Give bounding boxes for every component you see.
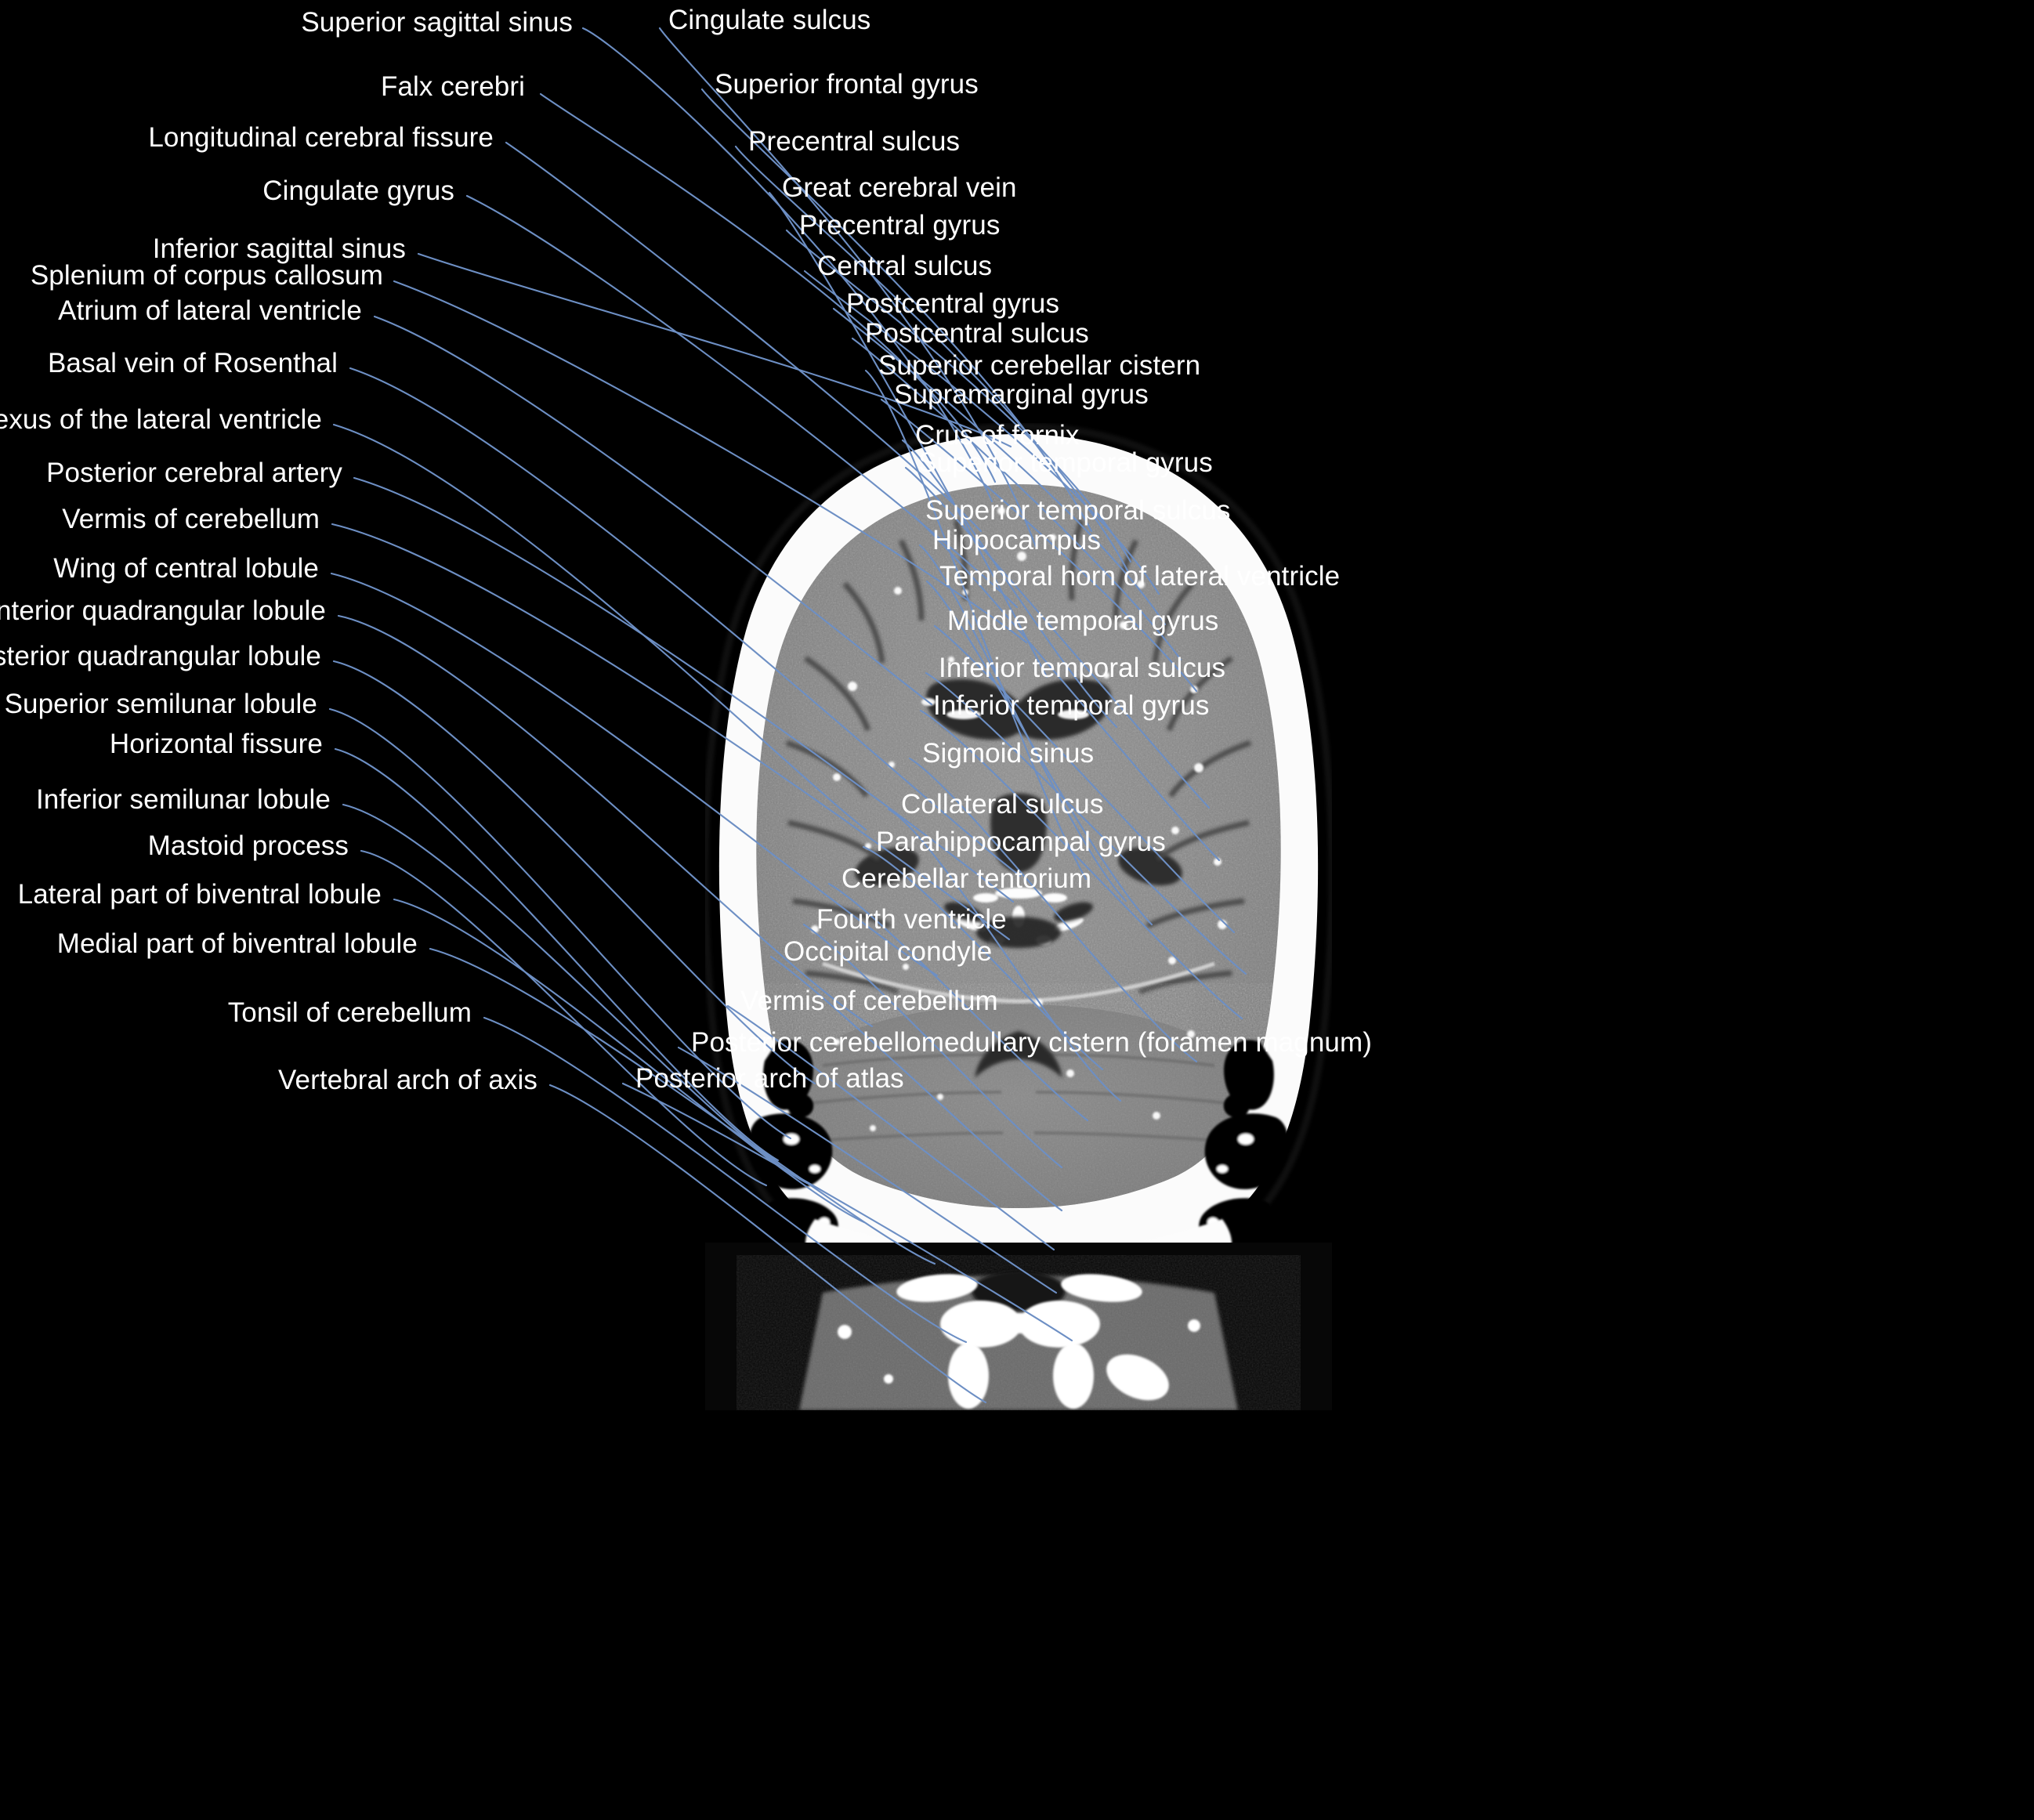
label-basal-vein-of-rosenthal: Basal vein of Rosenthal bbox=[47, 347, 338, 378]
label-postcentral-gyrus: Postcentral gyrus bbox=[846, 288, 1060, 319]
label-cingulate-sulcus: Cingulate sulcus bbox=[668, 4, 871, 35]
label-cingulate-gyrus: Cingulate gyrus bbox=[262, 175, 454, 206]
label-superior-frontal-gyrus: Superior frontal gyrus bbox=[715, 68, 979, 100]
label-sigmoid-sinus: Sigmoid sinus bbox=[922, 737, 1095, 769]
label-splenium-of-corpus-callosum: Splenium of corpus callosum bbox=[30, 259, 383, 291]
label-postcentral-sulcus: Postcentral sulcus bbox=[865, 317, 1089, 349]
label-supramarginal-gyrus: Supramarginal gyrus bbox=[894, 378, 1149, 410]
mastoid-air-cells-right bbox=[1199, 1040, 1289, 1246]
label-occipital-condyle: Occipital condyle bbox=[784, 935, 993, 967]
label-posterior-cerebellomedullary-cistern: Posterior cerebellomedullary cistern (fo… bbox=[691, 1026, 1372, 1058]
label-lateral-part-of-biventral-lobule: Lateral part of biventral lobule bbox=[17, 878, 382, 910]
label-fourth-ventricle: Fourth ventricle bbox=[816, 903, 1007, 935]
label-hippocampus: Hippocampus bbox=[932, 524, 1102, 555]
label-inferior-sagittal-sinus: Inferior sagittal sinus bbox=[152, 233, 406, 264]
label-precentral-gyrus: Precentral gyrus bbox=[799, 209, 1001, 241]
label-crus-of-fornix: Crus of fornix bbox=[915, 419, 1080, 450]
neck-soft-tissue bbox=[705, 1243, 1332, 1410]
label-superior-semilunar-lobule: Superior semilunar lobule bbox=[4, 688, 317, 719]
label-central-sulcus: Central sulcus bbox=[817, 250, 993, 281]
label-posterior-cerebral-artery: Posterior cerebral artery bbox=[46, 457, 342, 488]
label-horizontal-fissure: Horizontal fissure bbox=[109, 728, 323, 759]
label-choroid-plexus-of-the-lateral-ventricle: Choroid plexus of the lateral ventricle bbox=[0, 403, 322, 435]
label-vertebral-arch-of-axis: Vertebral arch of axis bbox=[278, 1064, 537, 1095]
label-superior-cerebellar-cistern: Superior cerebellar cistern bbox=[878, 349, 1201, 381]
label-superior-temporal-gyrus: Superior temporal gyrus bbox=[918, 447, 1213, 478]
label-temporal-horn-of-lateral-ventricle: Temporal horn of lateral ventricle bbox=[939, 560, 1341, 592]
label-great-cerebral-vein: Great cerebral vein bbox=[782, 172, 1017, 203]
label-tonsil-of-cerebellum: Tonsil of cerebellum bbox=[227, 997, 472, 1028]
label-superior-temporal-sulcus: Superior temporal sulcus bbox=[925, 494, 1231, 526]
label-mastoid-process: Mastoid process bbox=[147, 830, 349, 861]
label-falx-cerebri: Falx cerebri bbox=[380, 71, 525, 102]
label-anterior-quadrangular-lobule: Anterior quadrangular lobule bbox=[0, 595, 326, 626]
label-longitudinal-cerebral-fissure: Longitudinal cerebral fissure bbox=[148, 121, 494, 153]
label-middle-temporal-gyrus: Middle temporal gyrus bbox=[947, 605, 1219, 636]
label-posterior-quadrangular-lobule: Posterior quadrangular lobule bbox=[0, 640, 321, 671]
label-inferior-temporal-gyrus: Inferior temporal gyrus bbox=[933, 689, 1210, 721]
label-vermis-of-cerebellum-upper: Vermis of cerebellum bbox=[62, 503, 320, 534]
label-inferior-semilunar-lobule: Inferior semilunar lobule bbox=[35, 783, 331, 815]
label-wing-of-central-lobule: Wing of central lobule bbox=[53, 552, 319, 584]
label-vermis-of-cerebellum-lower: Vermis of cerebellum bbox=[740, 985, 998, 1016]
label-precentral-sulcus: Precentral sulcus bbox=[748, 125, 961, 157]
label-superior-sagittal-sinus: Superior sagittal sinus bbox=[301, 6, 573, 38]
label-atrium-of-lateral-ventricle: Atrium of lateral ventricle bbox=[58, 295, 362, 326]
label-collateral-sulcus: Collateral sulcus bbox=[901, 788, 1104, 820]
label-medial-part-of-biventral-lobule: Medial part of biventral lobule bbox=[56, 928, 418, 959]
label-inferior-temporal-sulcus: Inferior temporal sulcus bbox=[939, 652, 1226, 683]
label-cerebellar-tentorium: Cerebellar tentorium bbox=[841, 863, 1092, 894]
label-parahippocampal-gyrus: Parahippocampal gyrus bbox=[876, 826, 1166, 857]
label-posterior-arch-of-atlas: Posterior arch of atlas bbox=[635, 1062, 904, 1094]
